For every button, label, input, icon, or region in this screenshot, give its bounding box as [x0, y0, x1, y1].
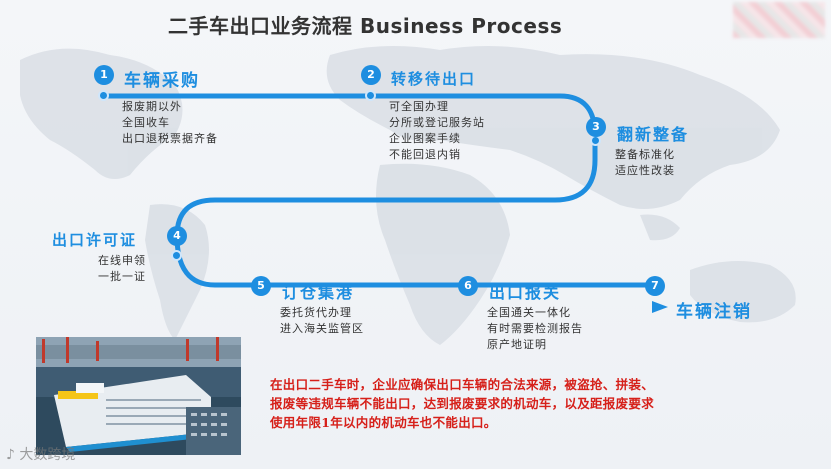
step-6-number: 6 [458, 276, 478, 296]
step-7-title: 车辆注销 [676, 302, 752, 322]
step-1-title: 车辆采购 [124, 71, 200, 91]
export-notice: 在出口二手车时，企业应确保出口车辆的合法来源，被盗抢、拼装、 报废等违规车辆不能… [270, 375, 770, 432]
step-5-detail: 委托货代办理 [280, 306, 352, 319]
step-7-number: 7 [645, 276, 665, 296]
step-2-detail: 分所或登记服务站 [389, 116, 485, 129]
step-2-details: 可全国办理 分所或登记服务站 企业图案手续 不能回退内销 [389, 99, 485, 163]
step-1-details: 报废期以外 全国收车 出口退税票据齐备 [122, 99, 218, 147]
step-4-title: 出口许可证 [52, 231, 138, 249]
watermark-logo-icon: ♪ [6, 447, 20, 463]
step-1-detail: 出口退税票据齐备 [122, 132, 218, 145]
blurred-logo [733, 2, 825, 38]
step-5-detail: 进入海关监管区 [280, 322, 364, 335]
step-3-detail: 整备标准化 [615, 148, 675, 161]
step-3-title: 翻新整备 [617, 125, 690, 144]
notice-line: 报废等违规车辆不能出口，达到报废要求的机动车，以及距报废要求 [270, 396, 655, 411]
route-node-2 [365, 90, 376, 101]
port-ship-photo [36, 337, 241, 455]
step-5-number: 5 [251, 276, 271, 296]
step-3-details: 整备标准化 适应性改装 [615, 147, 675, 179]
notice-line: 在出口二手车时，企业应确保出口车辆的合法来源，被盗抢、拼装、 [270, 377, 655, 392]
step-4-detail: 在线申领 [98, 254, 146, 267]
step-1-number: 1 [94, 65, 114, 85]
step-6-detail: 有时需要检测报告 [487, 322, 583, 335]
step-6-detail: 全国通关一体化 [487, 306, 571, 319]
step-6-detail: 原产地证明 [487, 338, 547, 351]
step-2-number: 2 [361, 65, 381, 85]
step-6-title: 出口报关 [489, 283, 562, 302]
route-node-1 [98, 90, 109, 101]
step-2-detail: 可全国办理 [389, 100, 449, 113]
step-6-details: 全国通关一体化 有时需要检测报告 原产地证明 [487, 305, 583, 353]
step-4-details: 在线申领 一批一证 [98, 253, 146, 285]
step-1-detail: 全国收车 [122, 116, 170, 129]
step-4-number: 4 [167, 226, 187, 246]
step-3-detail: 适应性改装 [615, 164, 675, 177]
notice-line: 使用年限1年以内的机动车也不能出口。 [270, 415, 497, 430]
watermark: ♪ 大数跨境 [6, 444, 75, 464]
step-4-detail: 一批一证 [98, 270, 146, 283]
step-5-title: 订仓集港 [282, 283, 355, 302]
step-2-title: 转移待出口 [391, 70, 477, 88]
page-title: 二手车出口业务流程 Business Process [168, 14, 563, 38]
step-5-details: 委托货代办理 进入海关监管区 [280, 305, 364, 337]
step-3-number: 3 [586, 117, 606, 137]
watermark-text: 大数跨境 [19, 447, 76, 463]
step-2-detail: 不能回退内销 [389, 148, 461, 161]
step-2-detail: 企业图案手续 [389, 132, 461, 145]
route-node-4 [171, 250, 182, 261]
ship-illustration [36, 337, 241, 455]
step-1-detail: 报废期以外 [122, 100, 182, 113]
